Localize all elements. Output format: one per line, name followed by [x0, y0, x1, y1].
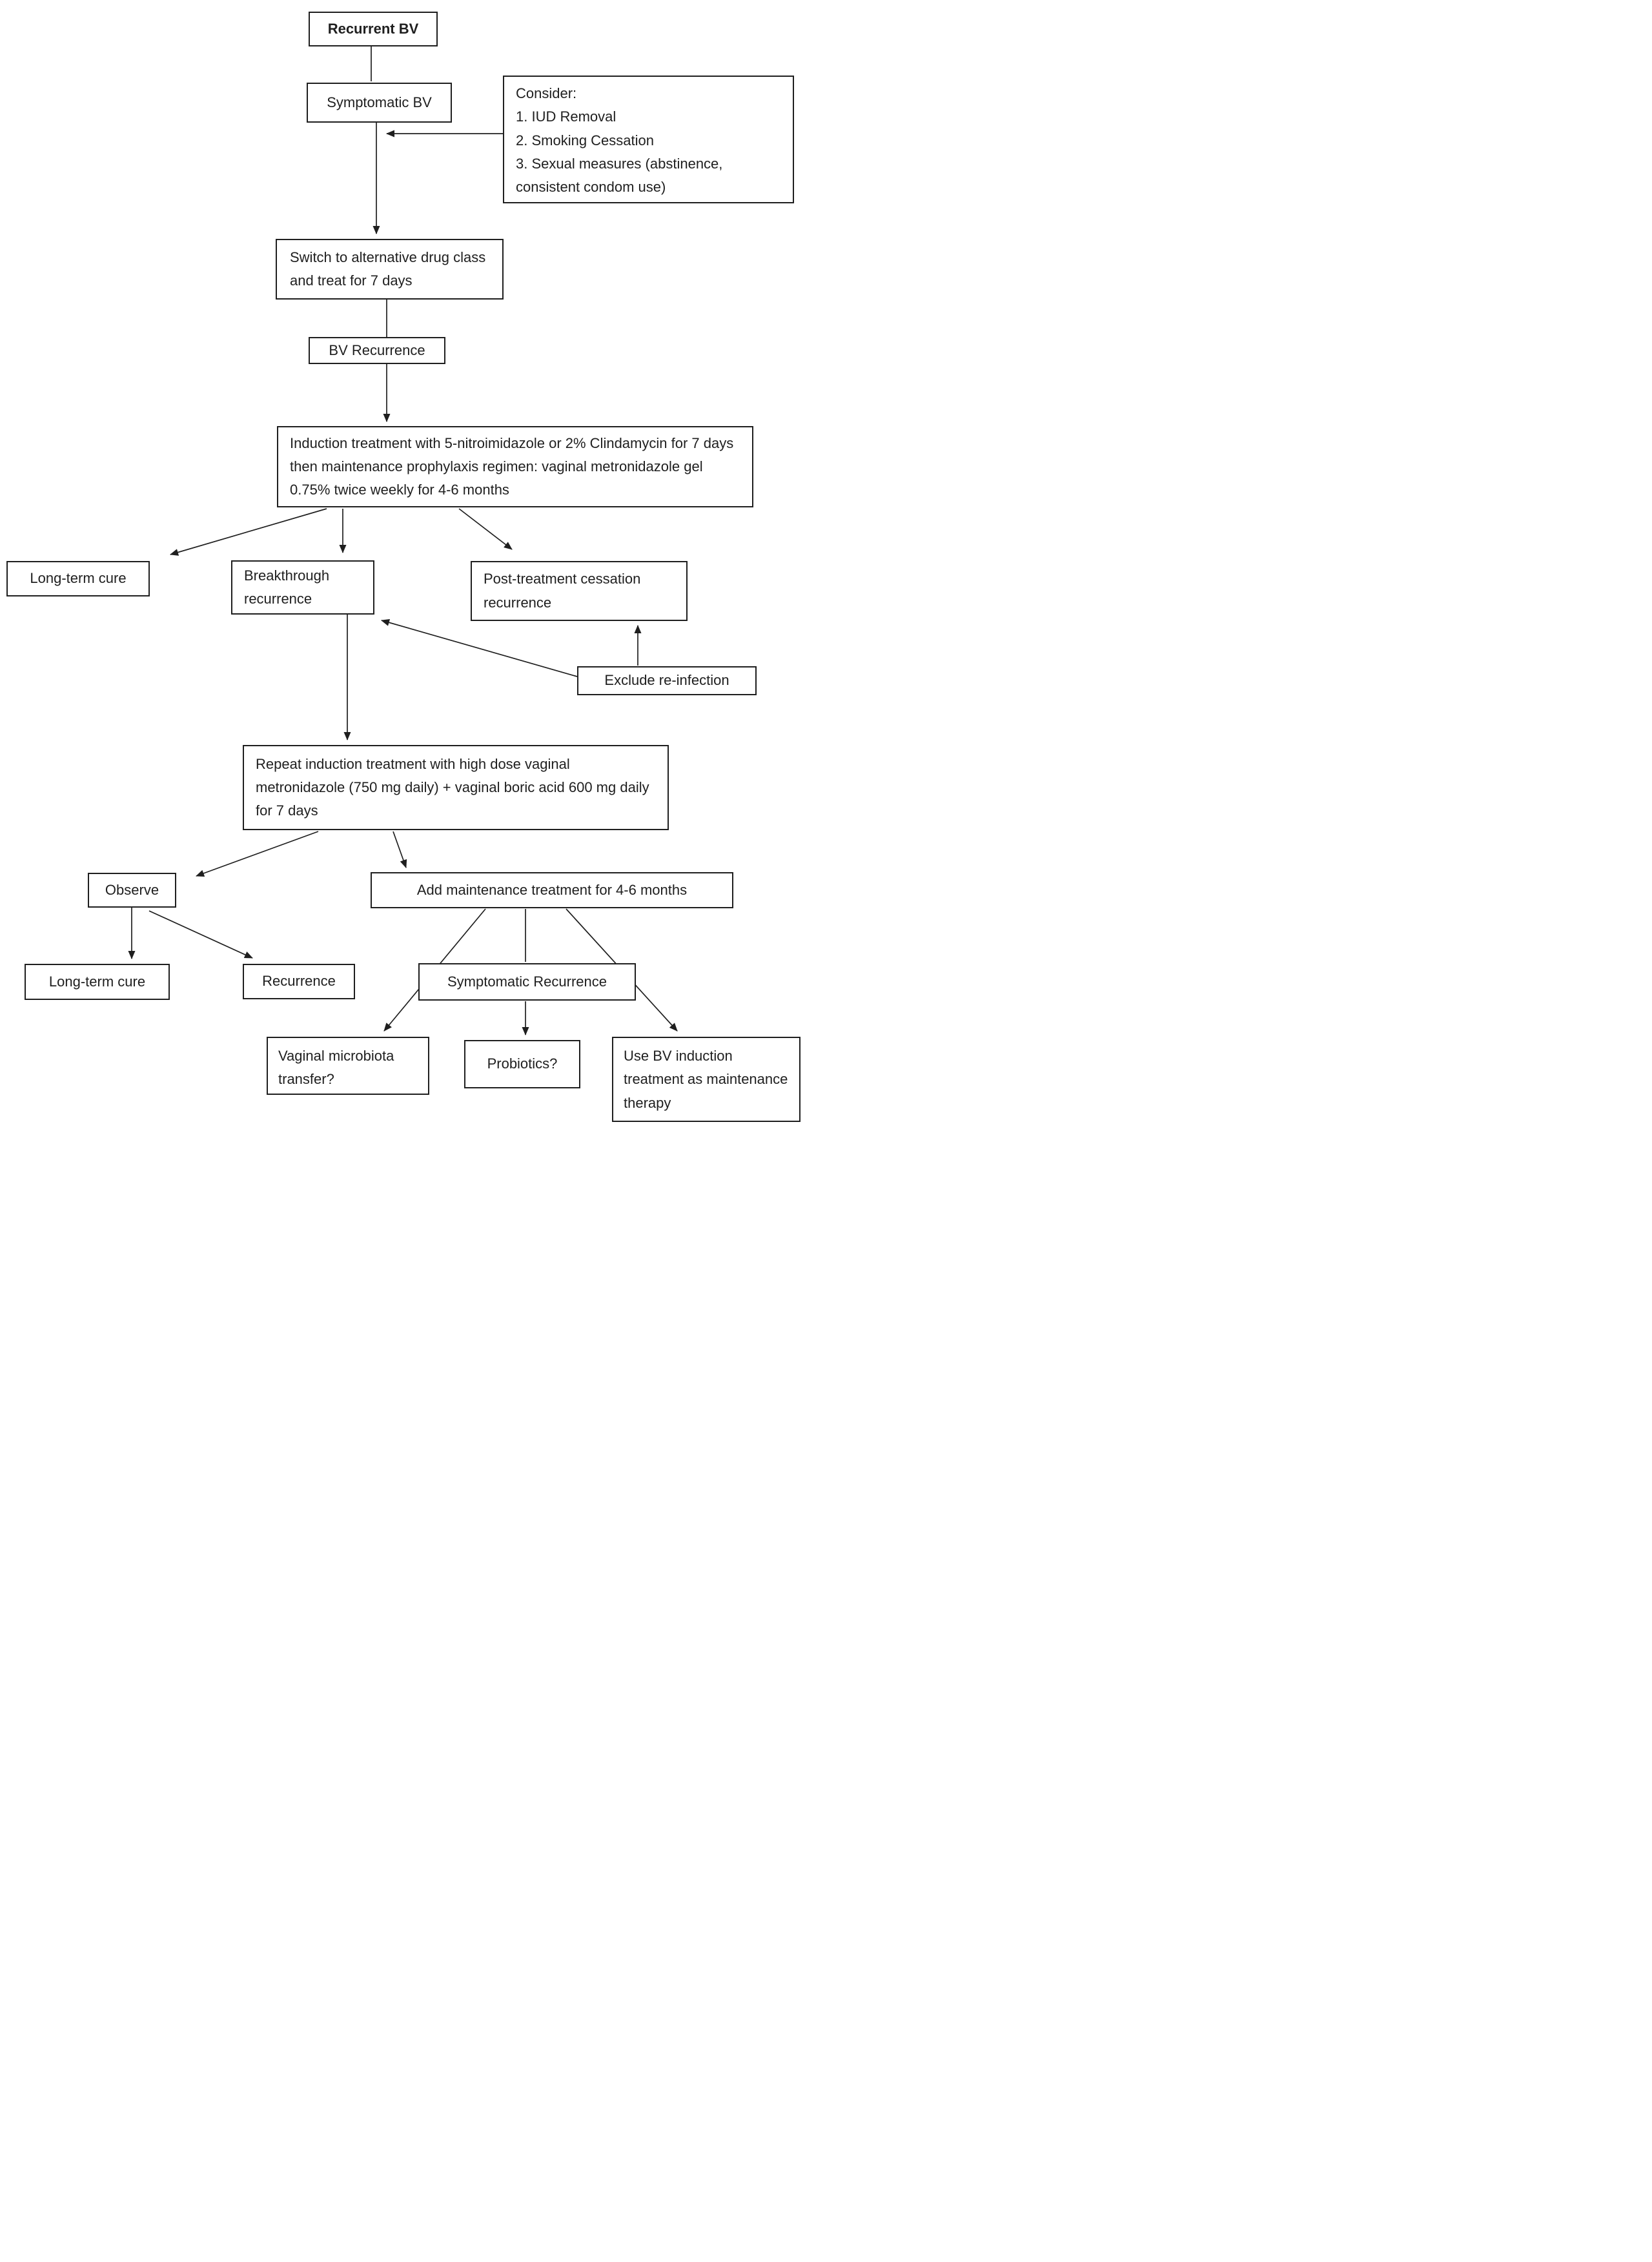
- edge-induction-to-posttreatment: [458, 508, 513, 550]
- node-bv-recurrence: BV Recurrence: [309, 337, 445, 364]
- node-symptomatic-recurrence: Symptomatic Recurrence: [418, 963, 636, 1001]
- node-probiotics: Probiotics?: [464, 1040, 580, 1088]
- node-probiotics-label: Probiotics?: [487, 1055, 558, 1072]
- node-vaginal-microbiota-transfer-label: Vaginal microbiota transfer?: [278, 1048, 394, 1088]
- node-long-term-cure-2-label: Long-term cure: [48, 973, 146, 990]
- node-vaginal-microbiota-transfer: Vaginal microbiota transfer?: [267, 1037, 429, 1095]
- node-consider-line3: 2. Smoking Cessation: [516, 132, 654, 148]
- node-recurrent-bv: Recurrent BV: [309, 12, 438, 46]
- node-induction-treatment: Induction treatment with 5-nitroimidazol…: [277, 426, 753, 507]
- node-induction-treatment-label: Induction treatment with 5-nitroimidazol…: [290, 434, 734, 498]
- node-repeat-induction-label: Repeat induction treatment with high dos…: [256, 755, 649, 819]
- node-consider: Consider: 1. IUD Removal 2. Smoking Cess…: [503, 76, 794, 203]
- node-switch-drug-label: Switch to alternative drug class and tre…: [290, 249, 486, 289]
- node-symptomatic-recurrence-label: Symptomatic Recurrence: [447, 973, 607, 990]
- node-long-term-cure-1: Long-term cure: [6, 561, 150, 596]
- node-observe-label: Observe: [105, 881, 159, 898]
- edge-repeat-to-observe: [196, 831, 319, 877]
- node-consider-line1: Consider:: [516, 85, 577, 101]
- flowchart-canvas: Recurrent BV Symptomatic BV Consider: 1.…: [0, 0, 826, 1131]
- node-bv-recurrence-label: BV Recurrence: [329, 341, 425, 358]
- node-switch-drug: Switch to alternative drug class and tre…: [276, 239, 504, 300]
- node-breakthrough-recurrence-label: Breakthrough recurrence: [244, 567, 330, 607]
- node-recurrent-bv-label: Recurrent BV: [327, 20, 419, 37]
- node-exclude-reinfection: Exclude re-infection: [577, 666, 757, 695]
- edge-observe-to-recurrence: [148, 910, 253, 959]
- node-repeat-induction: Repeat induction treatment with high dos…: [243, 745, 669, 830]
- node-use-bv-induction: Use BV induction treatment as maintenanc…: [612, 1037, 801, 1122]
- node-add-maintenance-label: Add maintenance treatment for 4-6 months: [416, 881, 688, 898]
- node-recurrence-label: Recurrence: [262, 973, 336, 990]
- node-consider-line2: 1. IUD Removal: [516, 108, 617, 125]
- node-symptomatic-bv: Symptomatic BV: [307, 83, 452, 123]
- edge-repeat-to-addmaintenance: [393, 831, 407, 868]
- edge-exclude-to-breakthrough: [381, 619, 578, 677]
- node-breakthrough-recurrence: Breakthrough recurrence: [231, 560, 374, 615]
- node-exclude-reinfection-label: Exclude re-infection: [604, 672, 729, 689]
- node-long-term-cure-2: Long-term cure: [25, 964, 170, 1000]
- node-symptomatic-bv-label: Symptomatic BV: [327, 94, 432, 110]
- node-consider-line4: 3. Sexual measures (abstinence, consiste…: [516, 155, 723, 196]
- edge-induction-to-longtermcure1: [170, 508, 327, 556]
- node-use-bv-induction-label: Use BV induction treatment as maintenanc…: [624, 1048, 788, 1111]
- node-post-treatment-cessation-label: Post-treatment cessation recurrence: [484, 571, 641, 611]
- node-long-term-cure-1-label: Long-term cure: [30, 570, 127, 587]
- node-observe: Observe: [88, 873, 176, 908]
- node-add-maintenance: Add maintenance treatment for 4-6 months: [371, 872, 733, 908]
- node-recurrence: Recurrence: [243, 964, 355, 999]
- node-post-treatment-cessation: Post-treatment cessation recurrence: [471, 561, 688, 621]
